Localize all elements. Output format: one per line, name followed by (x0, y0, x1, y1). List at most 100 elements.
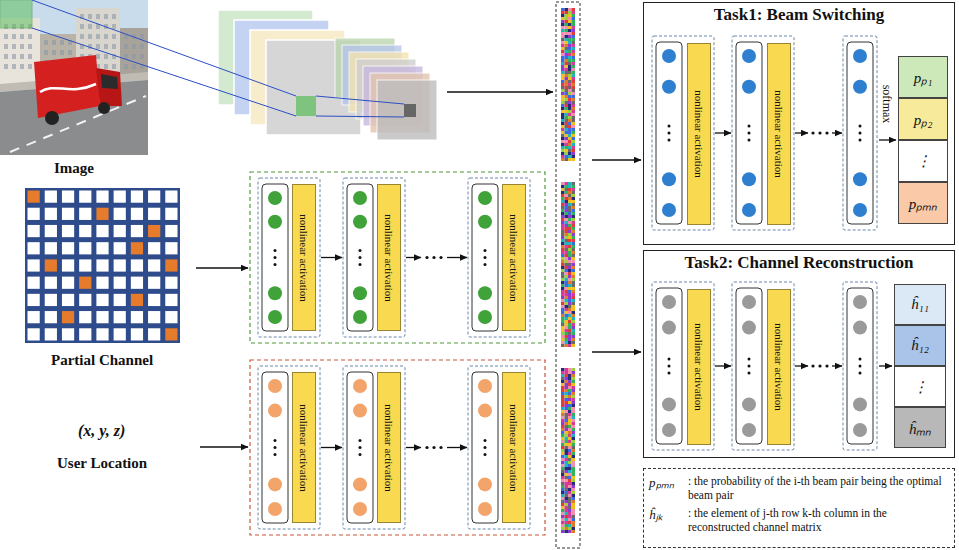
neuron (478, 477, 492, 491)
feature-pixel (565, 209, 569, 212)
feature-pixel (568, 47, 572, 50)
feature-pixel (568, 44, 572, 47)
feature-pixel (565, 488, 569, 491)
channel-cell (165, 328, 177, 340)
feature-pixel (565, 398, 569, 401)
channel-cell (79, 191, 91, 203)
feature-pixel (561, 392, 565, 395)
activation-bar: nonlinear activation (767, 43, 791, 225)
neuron (853, 321, 867, 335)
feature-pixel (565, 203, 569, 206)
window (124, 64, 128, 69)
feature-pixel (572, 14, 576, 17)
feature-pixel (568, 260, 572, 263)
feature-pixel (561, 377, 565, 380)
feature-pixel (568, 23, 572, 26)
feature-pixel (572, 419, 576, 422)
feature-pixel (568, 422, 572, 425)
feature-pixel (568, 188, 572, 191)
art-group (0, 0, 896, 548)
window (68, 50, 72, 55)
feature-pixel (565, 242, 569, 245)
feature-pixel (572, 482, 576, 485)
channel-cell (165, 277, 177, 289)
feature-pixel (568, 68, 572, 71)
feature-pixel (561, 122, 565, 125)
feature-pixel (565, 185, 569, 188)
feature-pixel (565, 101, 569, 104)
layer-frame (843, 282, 877, 450)
feature-pixel (561, 131, 565, 134)
arrow (832, 132, 842, 133)
feature-pixel (561, 476, 565, 479)
channel-cell (165, 311, 177, 323)
feature-pixel (572, 62, 576, 65)
ellipsis-dot (668, 139, 671, 142)
feature-pixel (568, 59, 572, 62)
feature-pixel (565, 302, 569, 305)
output-cell: ĥ₁₂ (894, 325, 946, 366)
feature-pixel (561, 125, 565, 128)
feature-pixel (561, 128, 565, 131)
feature-pixel (565, 62, 569, 65)
feature-pixel (565, 338, 569, 341)
feature-pixel (568, 191, 572, 194)
feature-pixel (572, 341, 576, 344)
channel-cell (114, 259, 126, 271)
feature-pixel (565, 416, 569, 419)
feature-pixel (568, 329, 572, 332)
feature-pixel (572, 218, 576, 221)
feature-pixel (565, 83, 569, 86)
feature-pixel (572, 80, 576, 83)
feature-pixel (572, 236, 576, 239)
feature-pixel (561, 8, 565, 11)
feature-pixel (561, 116, 565, 119)
feature-pixel (565, 92, 569, 95)
feature-pixel (568, 440, 572, 443)
window (20, 64, 24, 69)
feature-pixel (572, 59, 576, 62)
feature-pixel (565, 125, 569, 128)
channel-cell (148, 242, 160, 254)
feature-pixel (565, 473, 569, 476)
ellipsis-dot (818, 364, 821, 367)
channel-cell (114, 328, 126, 340)
feature-pixel (561, 431, 565, 434)
feature-pixel (561, 89, 565, 92)
ellipsis-dot (484, 249, 487, 252)
feature-pixel (568, 530, 572, 533)
feature-pixel (572, 146, 576, 149)
feature-pixel (565, 119, 569, 122)
channel-cell (96, 259, 108, 271)
feature-pixel (561, 206, 565, 209)
neuron (662, 203, 676, 217)
feature-pixel (561, 224, 565, 227)
channel-cell (131, 208, 143, 220)
feature-pixel (565, 518, 569, 521)
feature-pixel (561, 500, 565, 503)
feature-pixel (568, 140, 572, 143)
feature-pixel (572, 230, 576, 233)
cell-label: ⋮ (916, 152, 931, 170)
feature-pixel (561, 233, 565, 236)
feature-pixel (568, 464, 572, 467)
feature-pixel (561, 239, 565, 242)
window (140, 44, 144, 49)
feature-pixel (568, 26, 572, 29)
channel-cell (28, 277, 40, 289)
feature-pixel (565, 326, 569, 329)
feature-pixel (565, 374, 569, 377)
neuron-column (347, 372, 373, 523)
ellipsis-dot (359, 249, 362, 252)
layer-frame (468, 178, 530, 337)
feature-pixel (561, 437, 565, 440)
feature-pixel (572, 503, 576, 506)
window (20, 34, 24, 39)
neuron (268, 286, 282, 300)
feature-pixel (561, 332, 565, 335)
feature-pixel (568, 401, 572, 404)
neuron-column (736, 288, 762, 444)
layer-frame (468, 366, 530, 529)
feature-pixel (565, 383, 569, 386)
feature-pixel (568, 398, 572, 401)
